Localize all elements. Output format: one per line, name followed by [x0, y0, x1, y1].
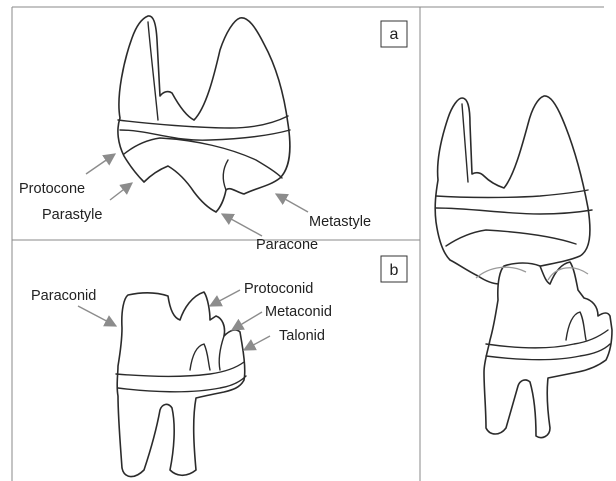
arrow-paraconid — [78, 306, 116, 326]
panel-b: Paraconid Protoconid Metaconid Talonid b — [31, 256, 407, 477]
arrow-metaconid — [232, 312, 262, 330]
arrow-parastyle — [110, 183, 132, 200]
arrow-talonid — [244, 336, 270, 350]
label-paracone: Paracone — [256, 237, 318, 253]
lower-molar-drawing — [116, 292, 246, 477]
upper-molar-drawing — [118, 16, 290, 212]
arrow-protoconid — [210, 290, 240, 306]
label-talonid: Talonid — [279, 328, 325, 344]
panel-a: Protocone Parastyle Metastyle Paracone a — [19, 16, 407, 253]
occlusion-lower-molar-outline — [484, 262, 612, 438]
panel-b-badge-text: b — [390, 262, 399, 279]
label-metastyle: Metastyle — [309, 214, 371, 230]
upper-molar-outline — [118, 16, 290, 212]
label-parastyle: Parastyle — [42, 207, 102, 223]
occlusion-lower-molar — [484, 262, 612, 438]
occlusion-upper-molar-outline — [435, 96, 590, 284]
panel-occlusion — [435, 96, 612, 438]
label-paraconid: Paraconid — [31, 288, 96, 304]
arrow-metastyle — [276, 194, 308, 212]
label-protocone: Protocone — [19, 181, 85, 197]
label-protoconid: Protoconid — [244, 281, 313, 297]
lower-molar-outline — [117, 292, 245, 477]
panel-a-badge-text: a — [390, 26, 399, 43]
arrow-protocone — [86, 154, 115, 174]
occlusion-upper-molar — [435, 96, 592, 284]
arrow-paracone — [222, 214, 262, 236]
label-metaconid: Metaconid — [265, 304, 332, 320]
